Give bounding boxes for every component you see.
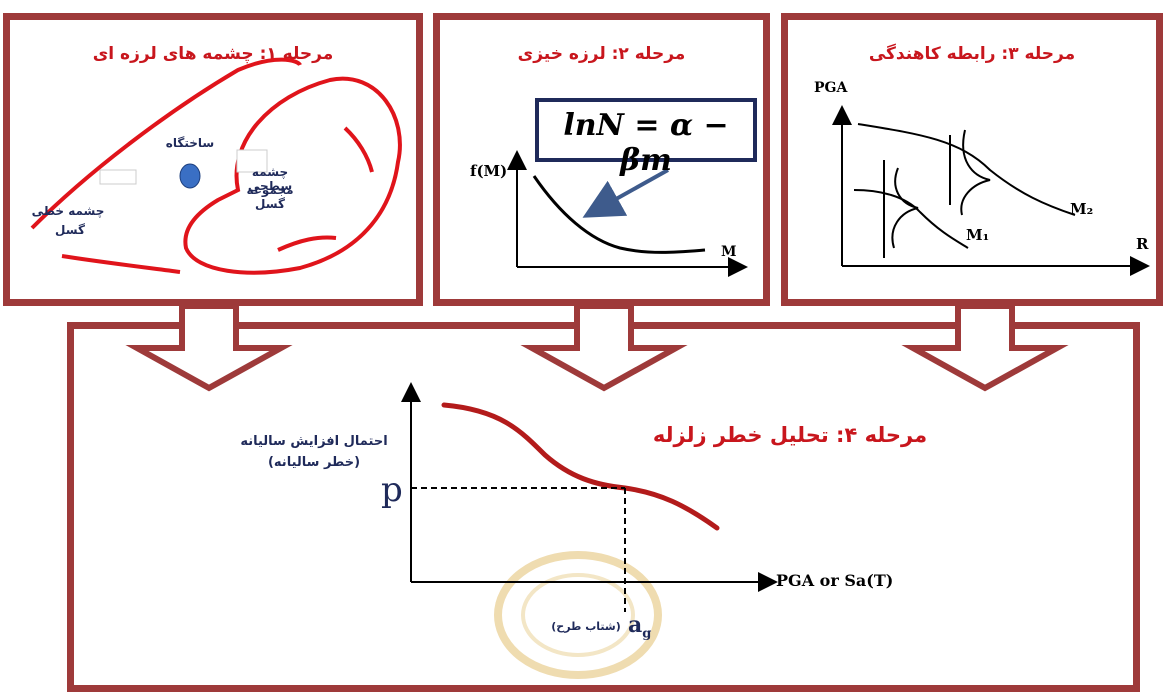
stage1-title: مرحله ۱: چشمه های لرزه ای (92, 44, 334, 64)
curve-label-m2: M₂ (1070, 200, 1094, 218)
arrow-from-stage1 (125, 303, 293, 392)
small-box (99, 169, 137, 185)
stage3-drawing (832, 105, 1150, 276)
ag-symbol: a (628, 612, 643, 638)
equation-arrow (582, 168, 669, 218)
hazard-x-label: PGA or Sa(T) (776, 571, 894, 590)
gutenberg-richter-equation: lnN = α − βm (563, 108, 729, 178)
stage3-title: مرحله ۳: رابطه کاهندگی (868, 44, 1076, 64)
hazard-curve-chart (401, 382, 778, 612)
stage3-x-label: R (1136, 235, 1149, 253)
area-source-boundary (183, 76, 402, 275)
arrow-from-stage3 (901, 303, 1069, 392)
stage3-panel: مرحله ۳: رابطه کاهندگی (781, 13, 1163, 306)
ag-subscript: g (642, 626, 652, 642)
m2-scatter-bracket (960, 129, 991, 216)
design-acceleration-label: ag (628, 612, 651, 641)
stage2-x-label: M (721, 244, 737, 260)
curve-label-m1: M₁ (966, 226, 990, 244)
stage2-y-label: f(M) (470, 162, 508, 180)
equation-box (535, 98, 757, 162)
m1-scatter-bracket (891, 167, 919, 249)
hazard-y-caption-2: (خطر سالیانه) (267, 455, 361, 470)
stage2-drawing (507, 98, 757, 277)
stage4-title: مرحله ۴: تحلیل خطر زلزله (652, 423, 928, 447)
magnitude-recurrence-curve (532, 175, 706, 254)
line-source-fault-1 (30, 57, 302, 230)
area-source-label-1: چشمه سطحی (247, 165, 293, 193)
small-box (236, 149, 268, 173)
stage3-y-label: PGA (814, 80, 848, 96)
connector-arrows (125, 303, 1069, 392)
area-source-label-2: مجموعه گسل (246, 183, 294, 211)
building-site-label: ساختگاه (165, 136, 215, 150)
fault-inside-area-2 (277, 235, 337, 252)
attenuation-curve-m2 (857, 123, 1076, 216)
line-source-label-1: چشمه خطی (31, 204, 105, 218)
building-site-dot (179, 163, 201, 189)
line-source-label-2: گسل (55, 223, 85, 237)
fault-inside-area-1 (343, 126, 374, 173)
hazard-y-caption-1: احتمال افزایش سالیانه (240, 434, 388, 449)
arrow-from-stage2 (520, 303, 688, 392)
probability-label: p (381, 470, 403, 510)
hazard-curve (441, 402, 720, 531)
stage2-title: مرحله ۲: لرزه خیزی (517, 44, 686, 64)
attenuation-curve-m1 (853, 189, 969, 249)
design-acceleration-note: (شتاب طرح) (551, 620, 621, 633)
line-source-fault-2 (61, 254, 181, 274)
stage1-drawing (30, 57, 402, 275)
